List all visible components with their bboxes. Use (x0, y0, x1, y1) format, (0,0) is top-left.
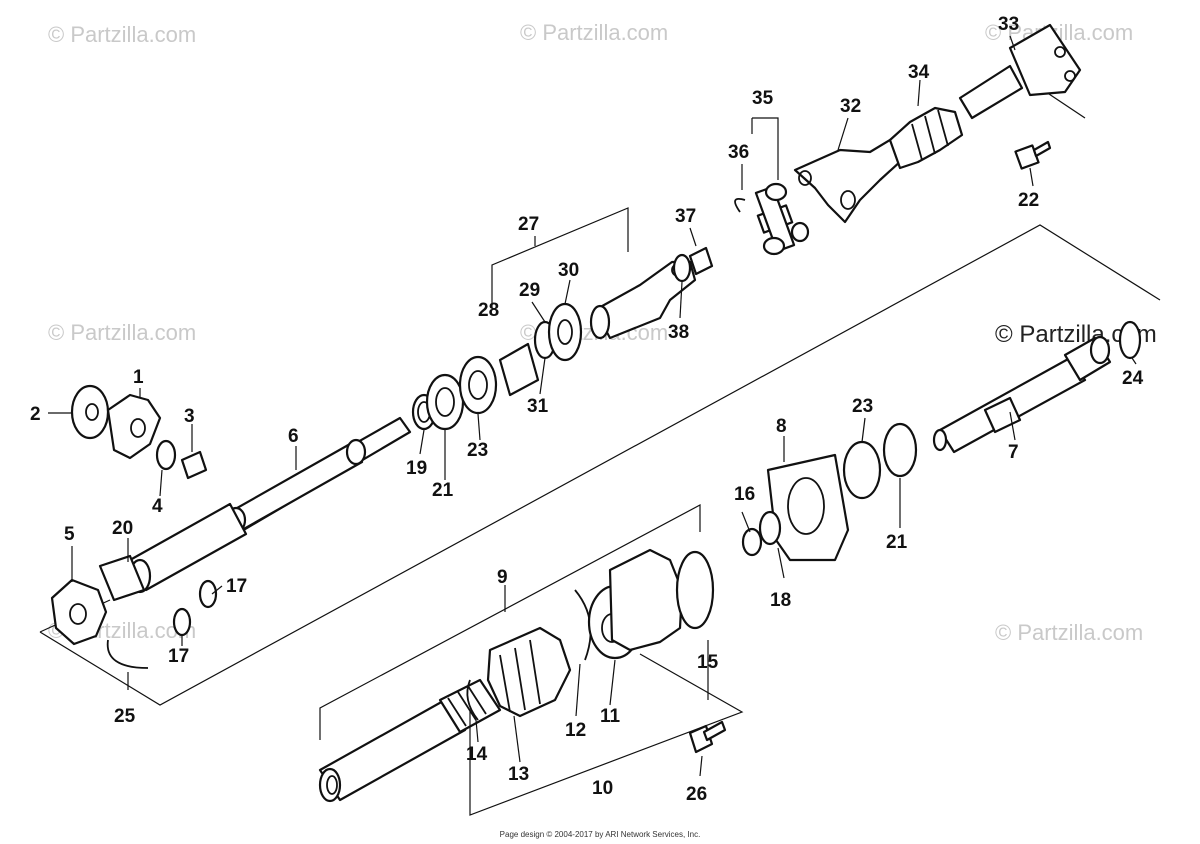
watermark: © Partzilla.com (48, 320, 196, 345)
callout-15: 15 (697, 652, 719, 673)
callout-9: 9 (497, 567, 508, 588)
callout-4: 4 (152, 496, 163, 517)
callout-25: 25 (114, 706, 136, 727)
callout-12: 12 (565, 720, 586, 741)
callout-14: 14 (466, 744, 488, 765)
callout-28: 28 (478, 300, 499, 321)
callout-1: 1 (133, 367, 144, 388)
callout-36: 36 (728, 142, 749, 163)
callout-10: 10 (592, 778, 613, 799)
callout-17: 17 (226, 576, 247, 597)
callout-26: 26 (686, 784, 707, 805)
callout-34: 34 (908, 62, 930, 83)
rear-shaft-assembly (741, 320, 1142, 562)
watermark: © Partzilla.com (520, 20, 668, 45)
callout-22: 22 (1018, 190, 1039, 211)
callout-32: 32 (840, 96, 861, 117)
callout-27: 27 (518, 214, 539, 235)
callout-29: 29 (519, 280, 540, 301)
upper-shaft-assembly (128, 23, 1082, 594)
callout-layer: 1 2 3 4 5 6 7 8 9 10 11 12 13 14 15 16 1… (30, 14, 1144, 805)
callout-21: 21 (432, 480, 454, 501)
callout-13: 13 (508, 764, 529, 785)
callout-8: 8 (776, 416, 787, 437)
callout-38: 38 (668, 322, 689, 343)
callout-21: 21 (886, 532, 908, 553)
callout-23: 23 (852, 396, 873, 417)
callout-16: 16 (734, 484, 755, 505)
callout-7: 7 (1008, 442, 1019, 463)
page-footer: Page design © 2004-2017 by ARI Network S… (499, 830, 701, 839)
callout-6: 6 (288, 426, 299, 447)
callout-33: 33 (998, 14, 1019, 35)
callout-24: 24 (1122, 368, 1144, 389)
callout-18: 18 (770, 590, 791, 611)
callout-5: 5 (64, 524, 75, 545)
callout-37: 37 (675, 206, 696, 227)
callout-17: 17 (168, 646, 189, 667)
callout-20: 20 (112, 518, 133, 539)
callout-19: 19 (406, 458, 427, 479)
leader-lines (48, 35, 1137, 816)
lower-shaft-assembly (318, 548, 727, 803)
callout-2: 2 (30, 404, 41, 425)
differential-gears (50, 384, 218, 669)
watermark: © Partzilla.com (995, 620, 1143, 645)
callout-35: 35 (752, 88, 774, 109)
callout-23: 23 (467, 440, 488, 461)
callout-30: 30 (558, 260, 579, 281)
callout-31: 31 (527, 396, 549, 417)
watermark: © Partzilla.com (48, 22, 196, 47)
callout-3: 3 (184, 406, 195, 427)
callout-11: 11 (600, 706, 621, 727)
